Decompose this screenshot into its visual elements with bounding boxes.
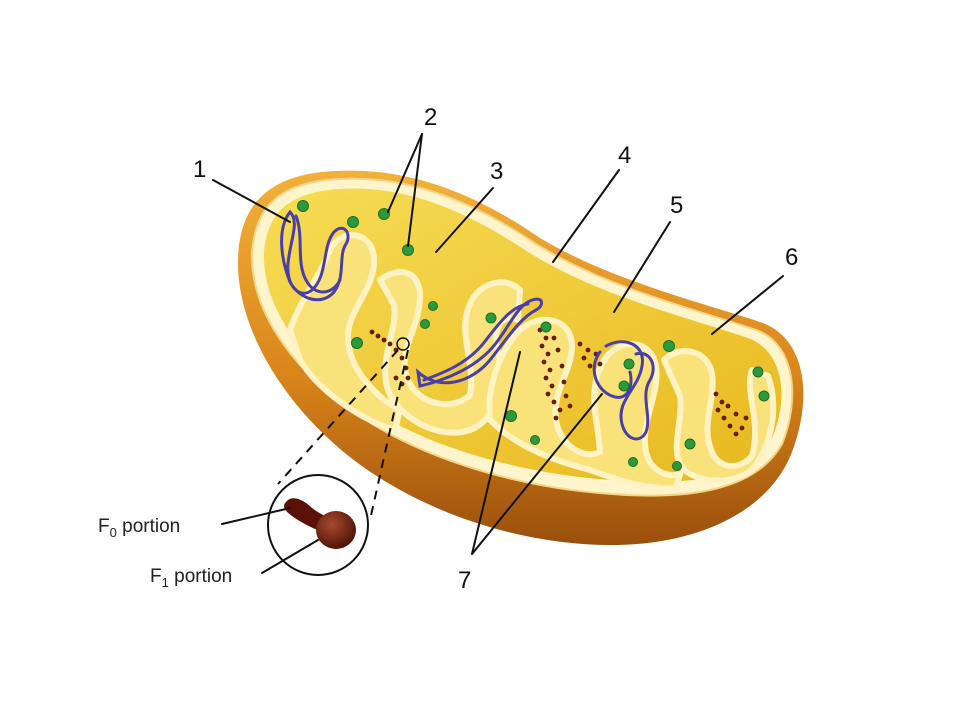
label-7: 7 — [458, 567, 471, 594]
f0-subscript: 0 — [110, 525, 117, 540]
f1-word: portion — [169, 566, 232, 587]
atp-synthase-inset — [267, 337, 410, 576]
f1-portion-shape — [316, 511, 356, 549]
label-6: 6 — [785, 244, 798, 271]
leader-5 — [613, 221, 671, 313]
leader-f1 — [261, 539, 319, 574]
leader-lines — [212, 133, 784, 574]
leader-4 — [552, 169, 620, 263]
leader-7a — [471, 351, 521, 555]
leader-6 — [711, 275, 784, 335]
mitochondrial-dna — [280, 209, 655, 441]
number-labels: 1 2 3 4 5 6 7 — [193, 104, 798, 594]
leader-2b — [407, 133, 423, 247]
f1-letter: F — [150, 566, 162, 587]
ribosomes — [297, 200, 770, 471]
leader-f0 — [221, 507, 291, 525]
label-1: 1 — [193, 156, 206, 183]
leader-7b — [471, 393, 603, 555]
f1-portion-label: F1 portion — [150, 566, 232, 590]
label-2: 2 — [424, 104, 437, 131]
zoom-guide-left — [277, 349, 399, 485]
f0-word: portion — [117, 516, 180, 537]
zoom-guide-right — [369, 349, 409, 521]
label-4: 4 — [618, 142, 631, 169]
atp-synthase-particles — [369, 327, 749, 437]
zoom-origin-circle — [396, 337, 410, 351]
f0-portion-label: F0 portion — [98, 516, 180, 540]
leader-2a — [387, 133, 423, 213]
label-5: 5 — [670, 192, 683, 219]
leader-1 — [212, 179, 291, 223]
f0-letter: F — [98, 516, 110, 537]
label-3: 3 — [490, 158, 503, 185]
f1-subscript: 1 — [162, 575, 169, 590]
leader-3 — [435, 187, 494, 253]
